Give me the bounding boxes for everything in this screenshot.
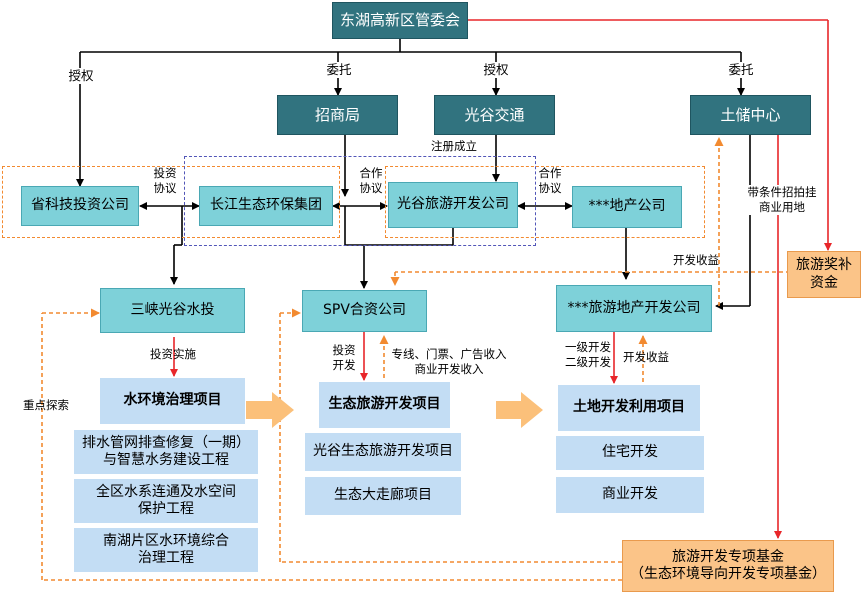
node-changjiang: 长江生态环保集团 [199,186,333,226]
label-shouquan-mid: 授权 [483,62,509,79]
partner-group-left [2,166,340,238]
core-group [184,156,536,246]
node-guanggu-jiaotong: 光谷交通 [434,95,555,135]
node-tuchu: 土储中心 [690,95,811,135]
stage-arrows [246,392,543,428]
label-touzi-kaifa: 投资 开发 [332,343,356,372]
node-lvyou-jiangbu: 旅游奖补 资金 [787,251,861,298]
label-kaifa-shouyi-top: 开发收益 [673,253,719,267]
label-touzi-xieyi: 投资 协议 [153,166,177,195]
node-shengkeji: 省科技投资公司 [21,186,139,226]
subproject-guanggu-shengtai: 光谷生态旅游开发项目 [305,433,461,471]
node-sanxia: 三峡光谷水投 [100,288,245,333]
label-weituo-2: 委托 [728,62,754,79]
project-shengtai-lvyou: 生态旅游开发项目 [319,382,450,428]
project-shui-huanjing: 水环境治理项目 [100,378,245,424]
label-touzi-shishi: 投资实施 [150,347,196,361]
label-weituo-1: 委托 [326,62,352,79]
node-guanggu-lvyou: 光谷旅游开发公司 [388,182,518,228]
label-kaifa-shouyi: 开发收益 [623,350,669,364]
label-hezuo-2: 合作 协议 [538,166,562,195]
label-hezuo-1: 合作 协议 [359,166,383,195]
subproject-nanhu: 南湖片区水环境综合 治理工程 [74,528,258,572]
revenue-flows [41,137,790,581]
label-zhuce: 注册成立 [431,139,477,153]
subproject-zhuzhai: 住宅开发 [556,436,704,470]
label-daitiaojian: 带条件招拍挂 商业用地 [745,185,819,215]
partner-group-right [385,166,705,238]
subproject-shangye: 商业开发 [556,477,704,513]
node-dichan: ***地产公司 [572,186,682,228]
label-zhuanxian: 专线、门票、广告收入 商业开发收入 [391,347,507,376]
subproject-shuixi: 全区水系连通及水空间 保护工程 [74,479,258,523]
node-spv: SPV合资公司 [302,290,427,332]
subproject-paishui: 排水管网排查修复（一期） 与智慧水务建设工程 [74,430,258,474]
subproject-dazoulang: 生态大走廊项目 [305,477,461,515]
project-tudi: 土地开发利用项目 [558,385,700,431]
node-lvyou-dichan: ***旅游地产开发公司 [556,285,712,332]
label-shouquan-left: 授权 [68,68,94,85]
label-yiji: 一级开发 二级开发 [565,340,611,369]
node-zhuanxiang-jijin: 旅游开发专项基金 （生态环境导向开发专项基金） [622,540,834,592]
node-top-committee: 东湖高新区管委会 [332,2,468,39]
node-zhaoshang: 招商局 [277,95,398,135]
label-zhongdian: 重点探索 [23,398,69,412]
